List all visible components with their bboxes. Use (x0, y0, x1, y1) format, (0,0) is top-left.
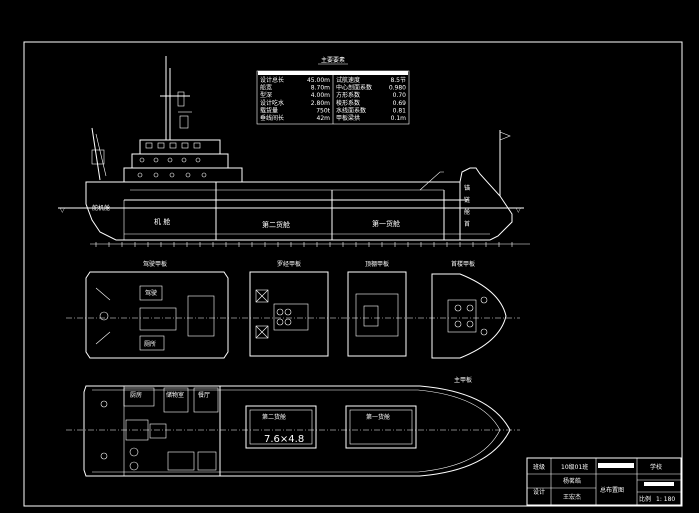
spec-cell-v2: 8.5节 (390, 76, 406, 84)
bow-label-a: 锚 (464, 184, 470, 192)
bridge-room-label: 驾驶 (145, 289, 157, 297)
drawing-title: 总布置图 (600, 486, 624, 494)
spec-cell-v1: 750t (316, 107, 330, 114)
hold1-label: 第一货舱 (372, 219, 400, 228)
scale-label: 比例 (639, 495, 651, 503)
main-deck-plan: 主甲板 第二货舱 7.6×4.8 第一货舱 厨房 储物室 餐厅 (83, 376, 511, 477)
main-mess-label: 餐厅 (198, 391, 210, 399)
spec-cell-k2: 方形系数 (336, 91, 360, 99)
main-hold2-label: 第二货舱 (262, 413, 286, 421)
engine-room-label: 机 舱 (154, 217, 170, 226)
main-deck-title: 主甲板 (454, 376, 472, 384)
spec-cell-v1: 4.00m (311, 92, 330, 99)
spec-cell-v1: 2.80m (311, 100, 330, 107)
bow-label-c: 舱 (464, 208, 470, 216)
class-label: 班级 (533, 463, 545, 471)
hatch-2 (245, 405, 317, 449)
design-label: 设计 (533, 488, 545, 496)
spec-cell-v2: 0.1m (391, 115, 407, 122)
main-store-label: 储物室 (166, 391, 184, 399)
scale-value: 1: 180 (656, 496, 675, 503)
spec-cell-k1: 设计总长 (260, 76, 284, 84)
spec-cell-v1: 8.70m (311, 85, 330, 92)
hull-profile (85, 167, 513, 241)
spec-cell-k2: 甲板梁拱 (336, 114, 360, 122)
spec-table-title: 主要要素 (321, 56, 345, 64)
spec-cell-v2: 0.81 (393, 107, 407, 114)
designer-name: 杨茗皓 (563, 477, 581, 485)
svg-text:▽: ▽ (516, 207, 521, 214)
forecastle-deck-plan: 首楼甲板 (431, 260, 507, 359)
forecastle-deck-title: 首楼甲板 (451, 260, 475, 268)
spec-cell-k2: 棱形系数 (336, 99, 360, 107)
bridge-toilet-label: 厕所 (144, 340, 156, 348)
drawing-border (23, 41, 683, 507)
spec-cell-v2: 0.980 (389, 85, 406, 92)
hatch-size-label: 7.6×4.8 (264, 434, 304, 445)
bow-label-b: 链 (464, 196, 470, 204)
spec-cell-k1: 垂线间长 (260, 114, 284, 122)
spec-cell-v2: 0.69 (393, 100, 407, 107)
spec-cell-k2: 中心剖面系数 (336, 84, 372, 92)
spec-cell-v1: 45.00m (307, 77, 330, 84)
title-block: 班级 10级01班 学校 设计 杨茗皓 总布置图 王宏杰 比例 1: 180 (526, 457, 682, 506)
spec-cell-k1: 型深 (260, 91, 272, 99)
spec-cell-v2: 0.70 (393, 92, 407, 99)
aft-crane (91, 127, 101, 181)
hold2-label: 第二货舱 (262, 220, 290, 229)
hatch-1 (345, 405, 417, 449)
profile-view: ▽ ▽ 机 舱 第二货舱 第一货舱 舵机舱 锚 链 舱 首 (58, 56, 530, 247)
class-value: 10级01班 (561, 463, 588, 471)
school-label: 学校 (650, 463, 662, 471)
svg-text:▽: ▽ (60, 207, 65, 214)
spec-cell-v1: 42m (317, 115, 331, 122)
spec-table-header-bar (258, 71, 408, 75)
spec-cell-k1: 载货量 (260, 106, 278, 114)
spec-cell-k1: 设计吃水 (260, 99, 284, 107)
top-deck-plan: 罗经甲板 (249, 260, 329, 357)
bridge-deck-title: 驾驶甲板 (143, 260, 167, 268)
compass-deck-plan: 顶棚甲板 (347, 260, 407, 357)
steering-room-label: 舵机舱 (92, 204, 110, 212)
checker-name: 王宏杰 (563, 493, 581, 501)
spec-cell-k2: 试航速度 (336, 76, 360, 84)
compass-deck-title: 顶棚甲板 (365, 260, 389, 268)
bow-label-d: 首 (464, 220, 470, 228)
top-deck-title: 罗经甲板 (277, 260, 301, 268)
spec-cell-k1: 船宽 (260, 84, 272, 92)
main-kitchen-label: 厨房 (130, 391, 142, 399)
main-hold1-label: 第一货舱 (366, 413, 390, 421)
spec-cell-k2: 水线面系数 (336, 106, 366, 114)
bridge-deck-plan: 驾驶甲板 驾驶 厕所 (85, 260, 229, 359)
